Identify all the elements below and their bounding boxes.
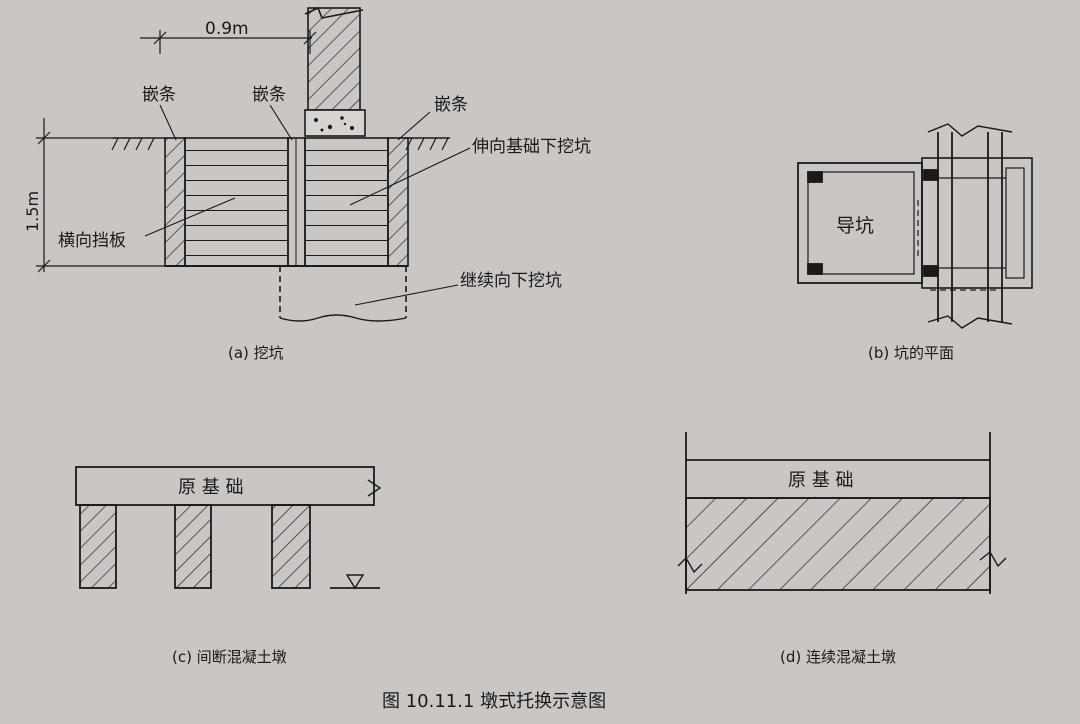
column-footing xyxy=(304,109,366,137)
leader-lines-a xyxy=(144,104,471,306)
pit-wall-left xyxy=(164,137,186,267)
strip-label-3: 嵌条 xyxy=(434,95,468,115)
orig-foundation-label-d: 原 基 础 xyxy=(788,470,853,491)
continuous-pier xyxy=(685,497,991,591)
caption-d: (d) 连续混凝土墩 xyxy=(780,648,896,666)
lateral-boards-right xyxy=(304,137,389,267)
pier-c-2 xyxy=(174,504,212,589)
figure-title: 图 10.11.1 墩式托换示意图 xyxy=(382,691,606,712)
column-break xyxy=(304,6,364,19)
pit-wall-right xyxy=(387,137,409,267)
column xyxy=(307,7,361,111)
orig-foundation-label-c: 原 基 础 xyxy=(178,477,243,498)
dim-depth-label: 1.5m xyxy=(23,191,42,232)
orig-foundation-c xyxy=(75,466,375,506)
water-level-icon xyxy=(345,574,365,590)
diagram-c-intermittent-piers xyxy=(75,466,382,590)
strip-label-2: 嵌条 xyxy=(252,85,286,105)
caption-b: (b) 坑的平面 xyxy=(868,344,954,362)
dimension-depth xyxy=(36,118,165,273)
lateral-boards-left xyxy=(184,137,289,267)
diagram-d-continuous-pier xyxy=(677,432,1007,594)
caption-c: (c) 间断混凝土墩 xyxy=(172,648,287,666)
ground-soil-ticks xyxy=(111,137,449,151)
dimension-width xyxy=(140,30,317,54)
caption-a: (a) 挖坑 xyxy=(228,344,284,362)
lateral-board-label: 横向挡板 xyxy=(58,231,126,251)
footing-aggregate xyxy=(314,116,354,132)
pier-c-3 xyxy=(271,504,311,589)
diagram-a-excavation xyxy=(36,6,471,322)
pit-under-foundation-label: 伸向基础下挖坑 xyxy=(472,137,591,157)
dim-width-label: 0.9m xyxy=(205,19,249,39)
diagram-b-plan xyxy=(797,123,1033,329)
continued-excavation xyxy=(279,266,407,322)
guide-pit-label: 导坑 xyxy=(836,215,874,237)
pier-c-1 xyxy=(79,504,117,589)
strip-label-1: 嵌条 xyxy=(142,85,176,105)
continue-down-label: 继续向下挖坑 xyxy=(460,271,562,291)
